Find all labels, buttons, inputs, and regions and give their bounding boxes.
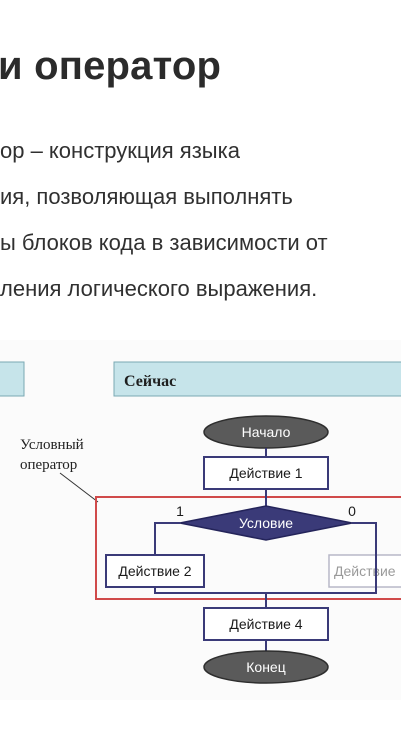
action4-box: [203, 607, 329, 641]
paragraph-line-3: ы блоков кода в зависимости от: [0, 230, 328, 255]
action1-box: [203, 456, 329, 490]
callout-pointer: [59, 472, 99, 503]
branch-false-label: 0: [348, 503, 356, 519]
branch-true-label: 1: [176, 503, 184, 519]
branch-false-line: [352, 522, 377, 554]
condition-label: Условие: [239, 515, 293, 531]
action2-label: Действие 2: [118, 563, 191, 579]
end-terminal: [203, 650, 329, 684]
page-title: и оператор: [0, 44, 222, 88]
header-label: Сейчас: [124, 373, 176, 390]
previous-header-box: [0, 361, 25, 397]
paragraph-line-2: ия, позволяющая выполнять: [0, 184, 293, 209]
flowchart-diagram: Сейчас Условный оператор Начало Действие…: [0, 340, 401, 700]
callout-label-line1: Условный: [20, 437, 84, 453]
callout-label-line2: оператор: [20, 457, 77, 473]
end-label: Конец: [246, 659, 285, 675]
action1-label: Действие 1: [229, 465, 302, 481]
header-box: [113, 361, 401, 397]
branch-true-line: [154, 522, 180, 554]
action3-label: Действие: [334, 563, 396, 579]
paragraph-line-1: ор – конструкция языка: [0, 138, 240, 163]
conditional-frame: [95, 496, 401, 600]
action3-box: [328, 554, 401, 588]
flowchart-svg: Сейчас Условный оператор Начало Действие…: [0, 361, 401, 684]
paragraph-line-4: ления логического выражения.: [0, 276, 318, 301]
description-paragraph: ор – конструкция языка ия, позволяющая в…: [0, 128, 401, 312]
action4-label: Действие 4: [229, 616, 302, 632]
start-label: Начало: [242, 424, 291, 440]
